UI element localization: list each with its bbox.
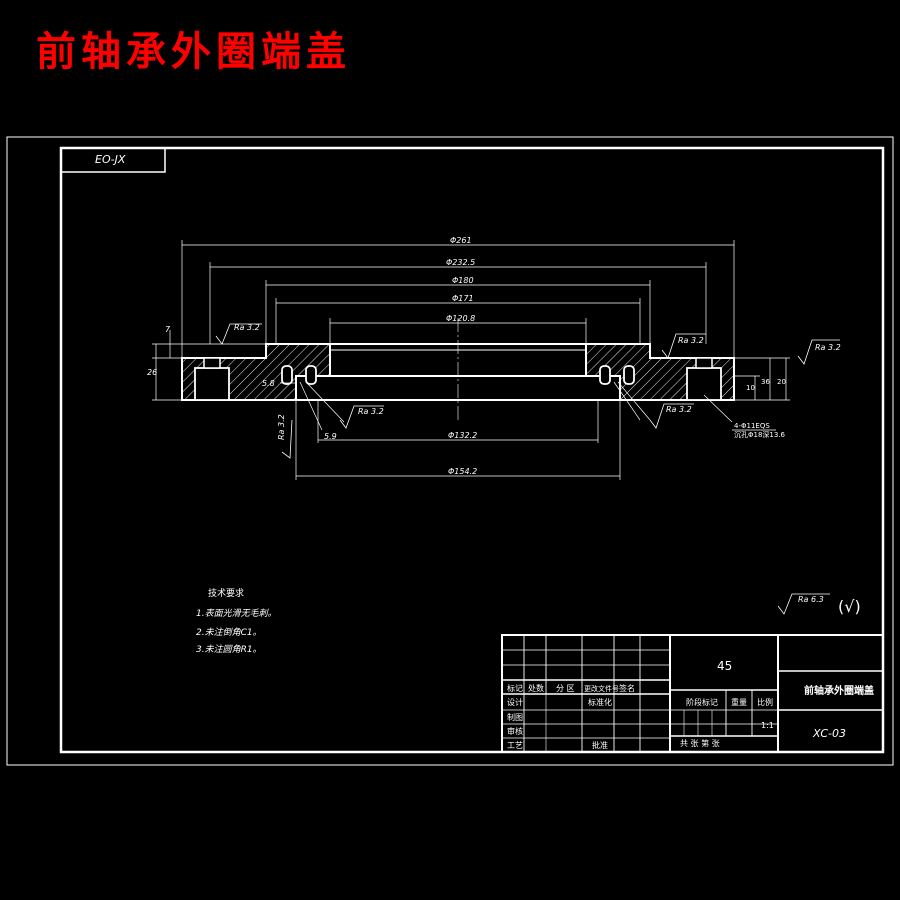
tb-approve: 批准 — [592, 740, 608, 750]
code-box-text: EO-JX — [95, 153, 126, 166]
tb-process: 工艺 — [507, 741, 523, 750]
tb-col-change: 更改文件号 — [584, 684, 619, 693]
right-groove-1 — [599, 365, 611, 385]
roughness-icon — [339, 405, 384, 429]
ra-general-mark: (√) — [838, 597, 861, 616]
dim-5-9: 5.9 — [324, 432, 337, 441]
dim-26: 26 — [147, 368, 157, 377]
inner-border — [59, 146, 885, 754]
holes-spec-line-2: 沉孔Φ18深13.6 — [734, 430, 786, 439]
tb-scale: 1:1 — [761, 721, 774, 730]
tech-requirements: 技术要求 1.表面光滑无毛刺。 2.未注倒角C1。 3.未注圆角R1。 — [196, 587, 277, 655]
code-box — [61, 148, 166, 173]
ra-general: Ra 6.3 — [798, 595, 824, 604]
tb-material: 45 — [717, 659, 732, 673]
drawing-heading: 前轴承外圈端盖 — [36, 28, 351, 75]
roughness-icon — [215, 323, 262, 345]
left-bolt-hole — [194, 367, 230, 401]
roughness-symbols: Ra 3.2 Ra 3.2 Ra 3.2 Ra 3.2 Ra 3.2 Ra 3.… — [215, 323, 861, 616]
ra-e: Ra 3.2 — [666, 405, 692, 414]
tech-heading: 技术要求 — [208, 587, 244, 599]
right-bolt-hole — [686, 367, 722, 401]
ra-c: Ra 3.2 — [815, 343, 841, 352]
tb-col-zone: 分 区 — [556, 684, 575, 693]
tb-sheets: 共 张 第 张 — [680, 738, 720, 748]
part-section — [181, 318, 735, 420]
tb-standard: 标准化 — [588, 697, 612, 707]
left-groove-2 — [305, 365, 317, 385]
dim-d180: Φ180 — [452, 276, 474, 285]
roughness-icon — [797, 339, 840, 365]
ra-d: Ra 3.2 — [358, 407, 384, 416]
tb-part-name: 前轴承外圈端盖 — [804, 684, 874, 697]
dim-7: 7 — [165, 325, 171, 334]
dim-36: 36 — [761, 378, 770, 386]
tb-review: 审核 — [507, 726, 523, 736]
ra-f: Ra 3.2 — [277, 414, 286, 440]
ra-b: Ra 3.2 — [678, 336, 704, 345]
dim-d232-5: Φ232.5 — [446, 258, 475, 267]
roughness-icon — [649, 403, 694, 429]
linear-dimensions: 7 26 10 36 20 5.8 5.9 4-Φ11EQS 沉孔Φ18深13.… — [147, 325, 790, 441]
tech-item: 1.表面光滑无毛刺。 — [196, 608, 277, 619]
tb-stage-mark: 阶段标记 — [686, 697, 718, 707]
tb-drafting: 制图 — [507, 712, 523, 722]
tech-item: 2.未注倒角C1。 — [196, 627, 262, 638]
dim-10: 10 — [746, 384, 755, 392]
tb-col-count: 处数 — [528, 683, 544, 693]
tb-weight: 重量 — [731, 697, 747, 707]
roughness-icon — [661, 333, 706, 359]
dim-d154-2: Φ154.2 — [448, 467, 477, 476]
holes-spec-line-1: 4-Φ11EQS — [734, 422, 770, 430]
tech-item: 3.未注圆角R1。 — [196, 644, 262, 655]
diameter-dimensions: Φ261 Φ232.5 Φ180 Φ171 Φ120.8 Φ132.2 Φ154… — [181, 236, 735, 480]
dim-5-8: 5.8 — [262, 379, 275, 388]
dim-d120-8: Φ120.8 — [446, 314, 475, 323]
tb-col-sign: 签名 — [619, 683, 635, 693]
left-groove-1 — [281, 365, 293, 385]
right-groove-2 — [623, 365, 635, 385]
dim-d261: Φ261 — [450, 236, 472, 245]
tb-col-mark: 标记 — [507, 683, 523, 693]
dim-20: 20 — [777, 378, 786, 386]
tb-drawing-no: XC-03 — [812, 727, 846, 740]
dim-d132-2: Φ132.2 — [448, 431, 477, 440]
title-block: 标记 处数 分 区 更改文件号 签名 设计 标准化 制图 审核 工艺 批准 阶段… — [501, 634, 884, 753]
tb-design: 设计 — [507, 697, 523, 707]
roughness-icon — [777, 593, 830, 615]
roughness-icon — [281, 419, 293, 459]
outer-border — [6, 136, 894, 766]
dim-d171: Φ171 — [452, 294, 474, 303]
tb-scale-label: 比例 — [757, 697, 773, 707]
ra-a: Ra 3.2 — [234, 323, 260, 332]
